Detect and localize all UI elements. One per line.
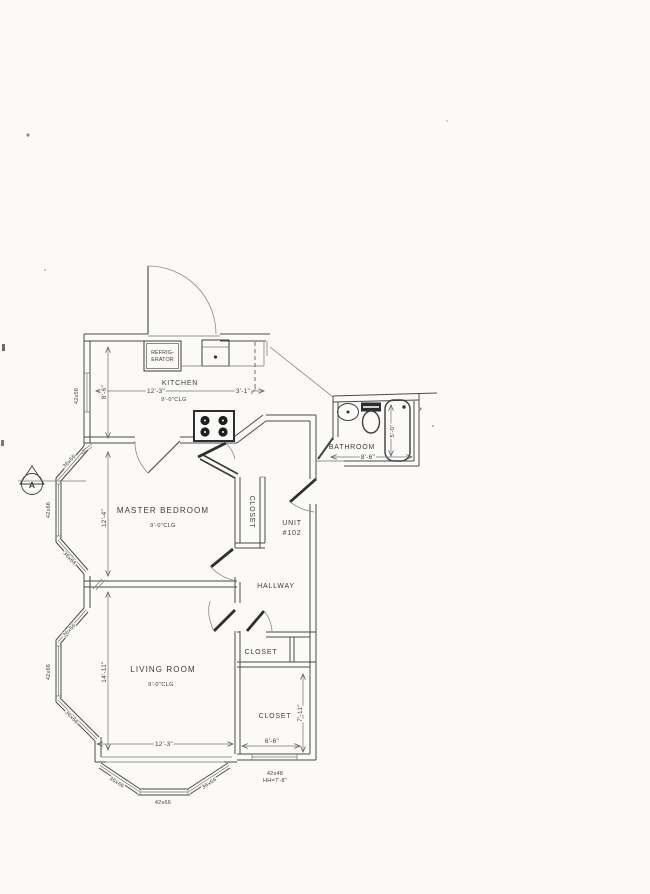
bathtub-dimension: 5'-0"	[390, 424, 396, 437]
unit-number-line2: #102	[283, 530, 302, 537]
closet-width-dimension: 6'-6"	[265, 738, 279, 745]
section-marker-A: A	[18, 465, 86, 495]
kitchen-label: KITCHEN	[162, 380, 198, 387]
kitchen-fixtures	[143, 339, 265, 442]
bathroom-fixtures	[337, 399, 411, 462]
closet-height-dimension: 7'-11"	[297, 704, 304, 722]
living-bay-upper-size: 36x66	[62, 623, 77, 639]
kitchen-window-size: 42x58	[74, 388, 80, 404]
living-bay-lower-size: 36x66	[63, 710, 79, 726]
refrigerator-label-line1: REFRIG-	[151, 350, 174, 356]
bathroom-door-leaf	[317, 437, 334, 460]
bedroom-door-leaf	[147, 440, 181, 474]
bedroom-bay-lower-size: 36x66	[62, 551, 77, 567]
bedroom-closet-label: CLOSET	[248, 496, 255, 529]
break-marks	[81, 443, 106, 591]
kitchen-width-dimension: 12'-3"	[147, 388, 165, 395]
bedroom-bay-upper-size: 36x66	[62, 454, 77, 470]
front-bay-left-size: 36x66	[108, 776, 125, 790]
refrigerator	[143, 340, 182, 372]
toilet-bowl	[361, 410, 381, 434]
living-room-ceiling-label: 9'-0"CLG	[148, 682, 174, 688]
bedroom-bay-mid-size: 42x66	[46, 502, 52, 518]
bathtub	[384, 399, 411, 462]
hall-closet-label: CLOSET	[245, 649, 278, 656]
kitchen-sink	[201, 339, 230, 367]
stove	[193, 410, 235, 442]
living-room-label: LIVING ROOM	[130, 665, 195, 674]
kitchen-ceiling-label: 9'-0"CLG	[161, 397, 187, 403]
closet-window-head-height: HH=7'-8"	[263, 778, 287, 784]
closet-window-size: 42x48	[267, 771, 283, 777]
bedroom-closet-door-leaf	[197, 441, 227, 459]
hall-closet-door-leaf	[245, 610, 266, 632]
doors	[134, 265, 334, 632]
bathroom-width-dimension: 8'-6"	[361, 454, 375, 461]
kitchen-left-dimension: 8'-6"	[101, 385, 108, 399]
bedroom-hallway-door-leaf	[210, 547, 234, 569]
hallway-label: HALLWAY	[257, 583, 295, 590]
interior-walls	[199, 454, 316, 754]
unit-entry-door-leaf	[289, 477, 317, 504]
bedroom-door-arc	[134, 440, 149, 474]
refrigerator-label-line2: ERATOR	[151, 357, 174, 363]
large-closet-label: CLOSET	[259, 713, 292, 720]
exterior-walls	[55, 333, 334, 796]
unit-number-line1: UNIT	[282, 520, 302, 527]
living-width-dimension: 12'-3"	[155, 741, 173, 748]
front-bay-mid-size: 42x66	[155, 800, 171, 806]
bedroom-height-dimension: 12'-4"	[101, 509, 108, 527]
room-labels: KITCHEN 9'-0"CLG MASTER BEDROOM 9'-0"CLG…	[117, 350, 375, 720]
living-hallway-door-leaf	[213, 609, 236, 632]
master-bedroom-ceiling-label: 9'-0"CLG	[150, 523, 176, 529]
living-height-dimension: 14'-11"	[101, 661, 108, 682]
living-bay-mid-size: 42x66	[46, 664, 52, 680]
dimension-lines	[95, 346, 413, 753]
section-marker-circle	[21, 473, 43, 495]
bathroom-label: BATHROOM	[329, 444, 375, 451]
entry-door-arc	[147, 265, 217, 335]
master-bedroom-label: MASTER BEDROOM	[117, 506, 209, 515]
bathroom-sink	[337, 403, 359, 421]
section-marker-letter: A	[29, 480, 35, 490]
kitchen-right-dimension: 3'-1"	[236, 388, 250, 395]
scan-artifacts	[1, 120, 448, 446]
dimension-labels: 8'-6" 12'-3" 3'-1" 12'-4" 14'-11" 12'-3"…	[100, 383, 398, 749]
